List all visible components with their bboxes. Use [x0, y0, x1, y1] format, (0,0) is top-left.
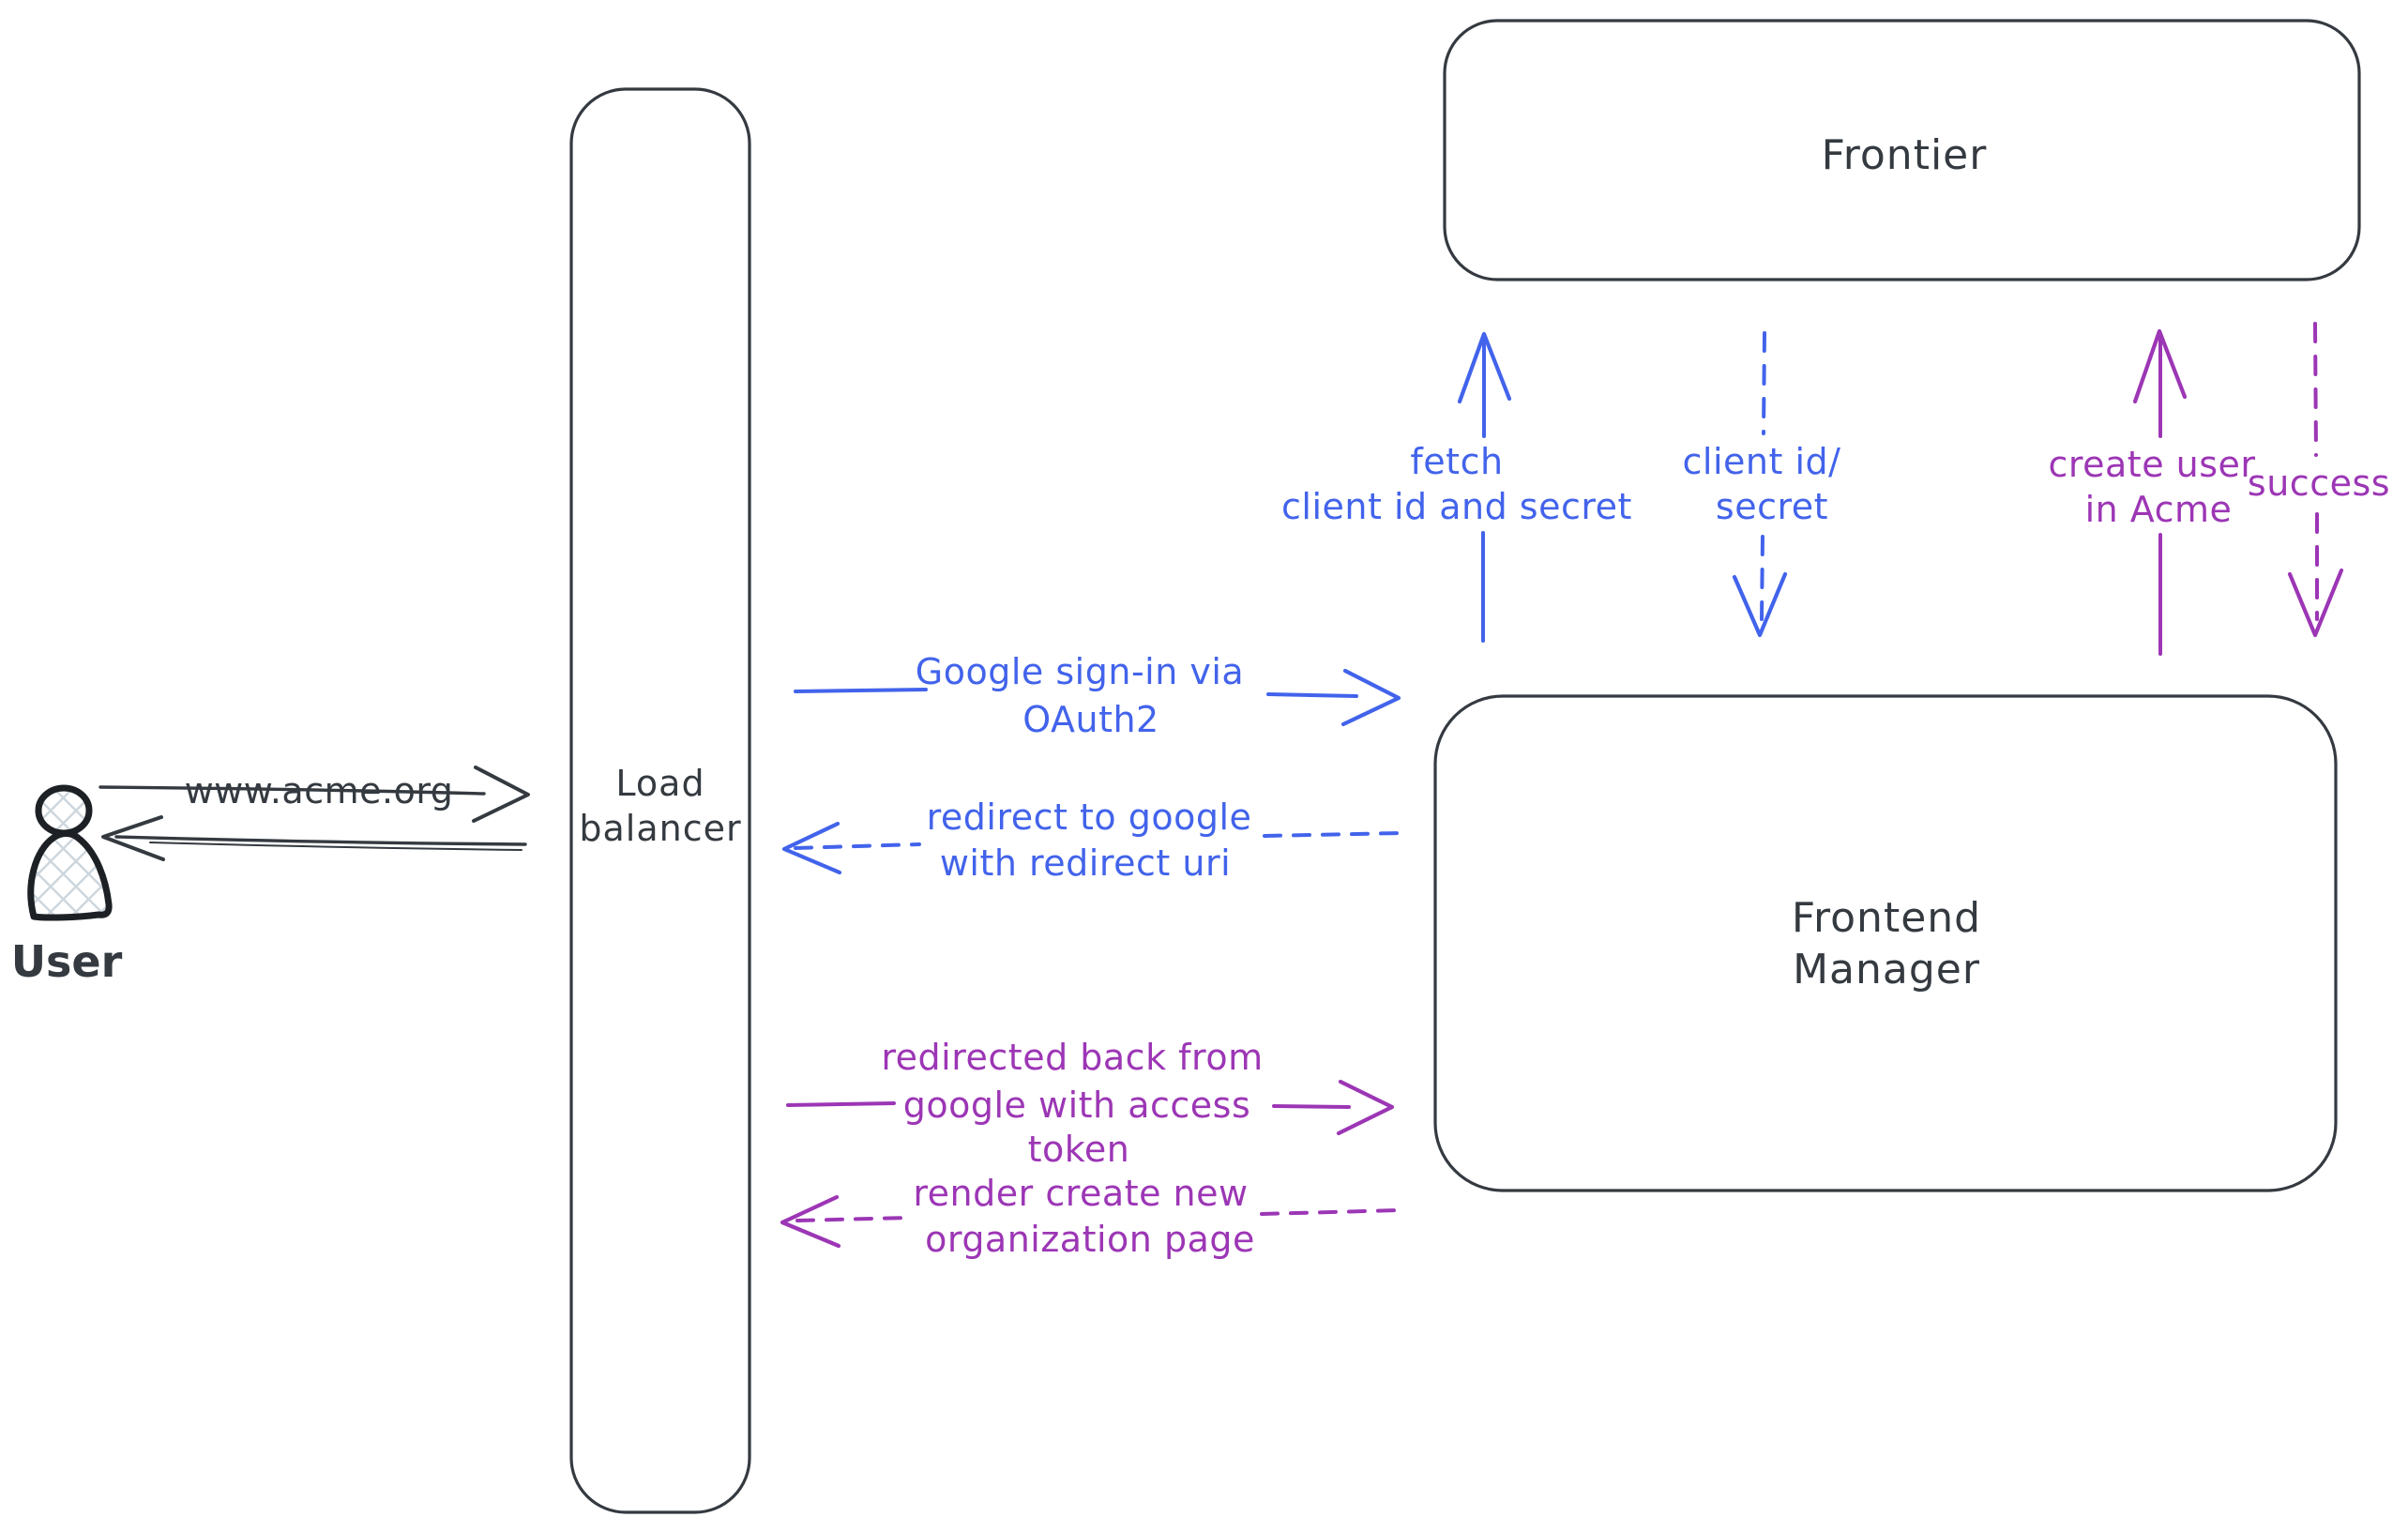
edge-redirect-google-label-line1: redirect to google [927, 796, 1252, 838]
edge-create-user-label-line1: create user [2048, 444, 2255, 485]
edge-fetch-credentials: fetch client id and secret [1281, 331, 1632, 643]
frontend-manager-label-line2: Manager [1793, 946, 1980, 994]
arrow-shaft-doubled [149, 842, 522, 851]
arrowhead [1336, 1079, 1395, 1136]
edge-client-id-secret-label-line2: secret [1716, 486, 1828, 527]
frontier-label: Frontier [1822, 131, 1988, 179]
load-balancer-node: Load balancer [569, 87, 751, 1514]
edge-google-signin-label-line1: Google sign-in via [916, 651, 1244, 692]
arrowhead [472, 766, 530, 823]
arrow-shaft [1760, 535, 1764, 621]
arrow-shaft [98, 785, 486, 796]
edge-create-user-label-line2: in Acme [2085, 489, 2233, 530]
arrowhead [780, 1194, 841, 1249]
arrow-shaft [1272, 1104, 1351, 1109]
arrow-shaft [795, 1216, 910, 1222]
arrow-shaft [1260, 1208, 1401, 1216]
user-icon-body [27, 830, 113, 921]
user-node: User [11, 784, 123, 987]
edge-render-org-page-label-line2: organization page [925, 1219, 1255, 1260]
edge-acme-response [101, 815, 527, 861]
edge-fetch-credentials-label-line1: fetch [1410, 441, 1503, 482]
edge-client-id-secret-label-line1: client id/ [1683, 441, 1841, 482]
edge-render-org-page: render create new organization page [780, 1173, 1401, 1260]
arrowhead [2132, 328, 2188, 404]
arrowhead [2287, 568, 2344, 638]
edge-create-user: create user in Acme [2048, 328, 2255, 656]
user-icon [35, 784, 93, 837]
edge-acme-request-label: www.acme.org [185, 770, 454, 812]
edge-redirected-back-label-line2: google with access [903, 1085, 1251, 1126]
edge-redirected-back-label-line3: token [1028, 1129, 1130, 1170]
edge-google-signin: Google sign-in via OAuth2 [794, 651, 1401, 740]
arrow-shaft [794, 688, 928, 693]
edge-success: success [2248, 322, 2390, 638]
arrow-shaft [1263, 831, 1402, 838]
load-balancer-label-line2: balancer [579, 808, 741, 849]
frontend-manager-label-line1: Frontend [1792, 894, 1981, 942]
edge-success-label: success [2248, 463, 2390, 504]
frontend-manager-box [1433, 694, 2338, 1192]
arrow-shaft [786, 1101, 896, 1107]
arrow-shaft [1266, 692, 1358, 698]
edge-google-signin-label-line2: OAuth2 [1022, 699, 1159, 740]
arrow-shaft [2313, 322, 2318, 457]
load-balancer-label-line1: Load [615, 763, 704, 804]
arrowhead [1732, 571, 1788, 638]
arrow-shaft [794, 842, 921, 850]
user-label: User [11, 936, 123, 987]
arrowhead [1340, 668, 1401, 727]
load-balancer-box [569, 87, 751, 1514]
frontier-node: Frontier [1443, 19, 2361, 281]
edge-fetch-credentials-label-line2: client id and secret [1281, 486, 1632, 527]
edge-redirect-google: redirect to google with redirect uri [781, 796, 1402, 884]
edge-client-id-secret: client id/ secret [1683, 331, 1841, 638]
arrowhead [101, 815, 165, 861]
frontend-manager-node: Frontend Manager [1433, 694, 2338, 1192]
edge-redirected-back: redirected back from google with access … [786, 1037, 1395, 1170]
frontier-box [1443, 19, 2361, 281]
arrowhead [1457, 331, 1512, 404]
edge-render-org-page-label-line1: render create new [913, 1173, 1248, 1214]
arrow-shaft [114, 835, 527, 846]
arrowhead [781, 821, 842, 875]
edge-acme-request: www.acme.org [98, 766, 530, 823]
edge-redirect-google-label-line2: with redirect uri [940, 842, 1231, 884]
edge-redirected-back-label-line1: redirected back from [881, 1037, 1263, 1078]
